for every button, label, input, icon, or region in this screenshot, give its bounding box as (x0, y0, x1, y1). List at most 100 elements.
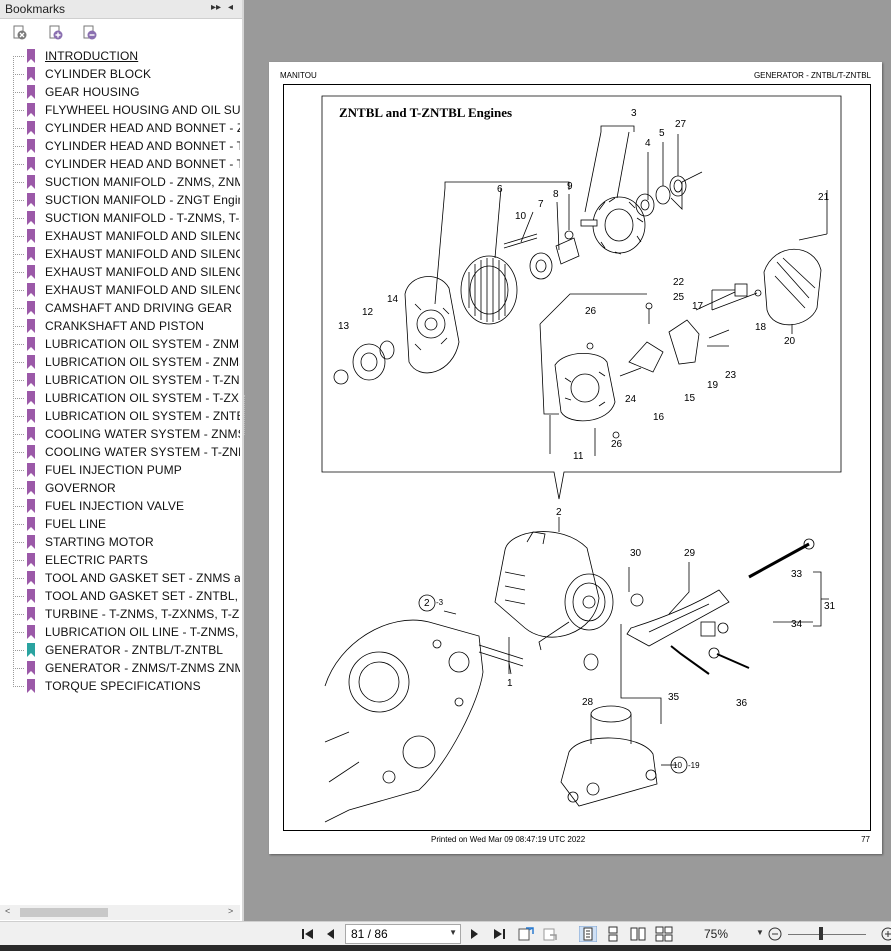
bracket-31 (813, 571, 829, 627)
bearing-7 (529, 252, 553, 280)
bookmark-item[interactable]: LUBRICATION OIL SYSTEM - T-ZXN (0, 389, 240, 407)
bookmark-icon (27, 589, 35, 603)
ref-circle-2-3 (418, 594, 436, 612)
next-page-icon[interactable] (466, 926, 482, 942)
bookmark-item[interactable]: LUBRICATION OIL SYSTEM - T-ZNM (0, 371, 240, 389)
scroll-right-icon[interactable]: > (228, 906, 234, 916)
next-view-icon[interactable] (542, 926, 560, 942)
remove-bookmark-icon[interactable] (82, 25, 98, 41)
tree-connector (13, 272, 24, 273)
zoom-out-icon[interactable] (767, 926, 783, 942)
callout-13: 13 (338, 321, 350, 332)
horizontal-scrollbar[interactable]: < > (0, 905, 240, 920)
bookmark-item[interactable]: ELECTRIC PARTS (0, 551, 240, 569)
bookmark-item[interactable]: EXHAUST MANIFOLD AND SILENCE (0, 281, 240, 299)
tree-connector (13, 398, 24, 399)
previous-view-icon[interactable] (517, 926, 535, 942)
bookmark-item[interactable]: CRANKSHAFT AND PISTON (0, 317, 240, 335)
tree-connector (13, 308, 24, 309)
bookmark-label: GENERATOR - ZNMS/T-ZNMS ZNMS (45, 661, 240, 675)
continuous-view-icon[interactable] (605, 926, 621, 942)
callout-34: 34 (791, 619, 803, 630)
panel-splitter[interactable] (242, 0, 244, 921)
bookmark-item[interactable]: TURBINE - T-ZNMS, T-ZXNMS, T-Z (0, 605, 240, 623)
prev-page-icon[interactable] (323, 926, 339, 942)
splitter-grip[interactable] (244, 395, 247, 435)
zoom-in-icon[interactable] (880, 926, 891, 942)
bookmark-icon (27, 499, 35, 513)
bookmark-item[interactable]: GOVERNOR (0, 479, 240, 497)
bookmark-item[interactable]: CYLINDER HEAD AND BONNET - ZN (0, 119, 240, 137)
bookmark-item[interactable]: COOLING WATER SYSTEM - ZNMS, (0, 425, 240, 443)
bookmark-item[interactable]: CYLINDER HEAD AND BONNET - T- (0, 137, 240, 155)
bookmark-item[interactable]: TOOL AND GASKET SET - ZNTBL, T (0, 587, 240, 605)
tree-connector (13, 254, 24, 255)
bookmark-item[interactable]: FLYWHEEL HOUSING AND OIL SUM (0, 101, 240, 119)
callout-28: 28 (582, 697, 594, 708)
single-page-view-icon[interactable] (579, 926, 597, 942)
window-bottom-edge (0, 945, 891, 951)
bookmark-item[interactable]: EXHAUST MANIFOLD AND SILENCE (0, 263, 240, 281)
bookmark-label: COOLING WATER SYSTEM - ZNMS, (45, 427, 240, 441)
bookmark-item[interactable]: LUBRICATION OIL LINE - T-ZNMS, T (0, 623, 240, 641)
bookmark-item[interactable]: FUEL LINE (0, 515, 240, 533)
bookmark-item[interactable]: GENERATOR - ZNMS/T-ZNMS ZNMS (0, 659, 240, 677)
bookmark-icon (27, 301, 35, 315)
bookmark-icon (27, 121, 35, 135)
page-dropdown-icon[interactable]: ▼ (449, 928, 457, 937)
tree-connector (13, 56, 24, 57)
bookmark-item[interactable]: LUBRICATION OIL SYSTEM - ZNTBL (0, 407, 240, 425)
bookmark-item[interactable]: SUCTION MANIFOLD - T-ZNMS, T-Z (0, 209, 240, 227)
zoom-slider-thumb[interactable] (819, 927, 823, 940)
zoom-level[interactable]: 75% (704, 927, 729, 941)
last-page-icon[interactable] (491, 926, 507, 942)
bookmark-item[interactable]: GENERATOR - ZNTBL/T-ZNTBL (0, 641, 240, 659)
page-header-left: MANITOU (280, 71, 317, 80)
bookmark-item[interactable]: STARTING MOTOR (0, 533, 240, 551)
tree-connector (13, 380, 24, 381)
bookmark-item[interactable]: EXHAUST MANIFOLD AND SILENCE (0, 245, 240, 263)
first-page-icon[interactable] (300, 926, 316, 942)
bookmark-item[interactable]: LUBRICATION OIL SYSTEM - ZNMS (0, 335, 240, 353)
scroll-left-icon[interactable]: < (5, 906, 11, 916)
continuous-facing-view-icon[interactable] (655, 926, 673, 942)
tree-connector (13, 668, 24, 669)
bookmark-item[interactable]: EXHAUST MANIFOLD AND SILENCE (0, 227, 240, 245)
bookmark-item[interactable]: COOLING WATER SYSTEM - T-ZNM (0, 443, 240, 461)
expand-all-icon[interactable] (12, 25, 28, 41)
pulley-12 (352, 343, 386, 381)
bookmark-icon (27, 67, 35, 81)
bookmark-item[interactable]: SUCTION MANIFOLD - ZNGT Engine (0, 191, 240, 209)
zoom-dropdown-icon[interactable]: ▼ (756, 928, 764, 937)
bookmark-item[interactable]: TORQUE SPECIFICATIONS (0, 677, 240, 695)
bookmark-item[interactable]: FUEL INJECTION VALVE (0, 497, 240, 515)
tree-connector (13, 236, 24, 237)
bookmark-item[interactable]: LUBRICATION OIL SYSTEM - ZNMS (0, 353, 240, 371)
tree-connector (13, 524, 24, 525)
callout-6: 6 (497, 184, 503, 195)
close-panel-button[interactable]: ◂ (228, 2, 234, 13)
scrollbar-thumb[interactable] (20, 908, 108, 917)
front-housing (404, 276, 460, 374)
gear-case (324, 619, 484, 823)
bookmark-item[interactable]: INTRODUCTION (0, 47, 240, 65)
tree-connector (13, 578, 24, 579)
facing-view-icon[interactable] (630, 926, 646, 942)
bookmark-item[interactable]: SUCTION MANIFOLD - ZNMS, ZNMS (0, 173, 240, 191)
add-bookmark-icon[interactable] (48, 25, 64, 41)
bolt-33 (748, 542, 810, 579)
bookmark-icon (27, 445, 35, 459)
page-number-field[interactable]: 81 / 86 ▼ (345, 924, 461, 944)
collapse-panel-button[interactable]: ▸▸ (211, 2, 222, 13)
bookmark-label: FUEL INJECTION PUMP (45, 463, 182, 477)
bookmark-item[interactable]: CYLINDER HEAD AND BONNET - T- (0, 155, 240, 173)
bookmark-icon (27, 265, 35, 279)
bookmark-icon (27, 643, 35, 657)
bookmark-item[interactable]: GEAR HOUSING (0, 83, 240, 101)
bookmark-item[interactable]: FUEL INJECTION PUMP (0, 461, 240, 479)
bookmark-item[interactable]: TOOL AND GASKET SET - ZNMS an (0, 569, 240, 587)
zoom-slider-track[interactable] (788, 934, 866, 935)
bookmark-item[interactable]: CAMSHAFT AND DRIVING GEAR (0, 299, 240, 317)
callout-1: 1 (507, 678, 513, 689)
bookmark-item[interactable]: CYLINDER BLOCK (0, 65, 240, 83)
